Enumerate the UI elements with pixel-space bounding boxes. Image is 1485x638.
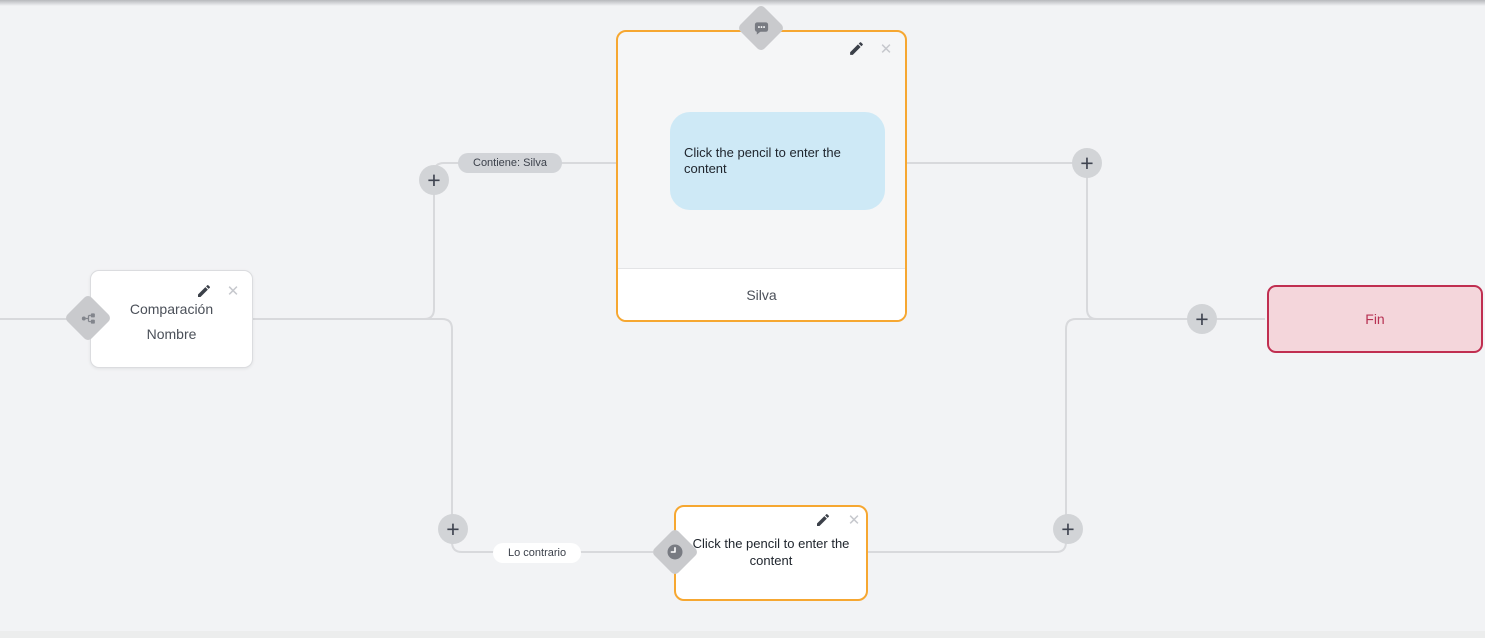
clock-icon	[658, 535, 692, 569]
wait-node[interactable]: ✕ Click the pencil to enter the content	[674, 505, 868, 601]
edge-label-contrario: Lo contrario	[493, 543, 582, 563]
message-node-footer: Silva	[618, 268, 905, 320]
message-node[interactable]: ✕ Click the pencil to enter the content …	[616, 30, 907, 322]
end-node-label: Fin	[1365, 311, 1385, 327]
wait-node-text: Click the pencil to enter the content	[692, 536, 850, 568]
condition-port-diamond	[63, 293, 113, 343]
condition-title-line2: Nombre	[146, 326, 197, 342]
message-port-diamond	[736, 3, 786, 53]
edit-pencil-icon[interactable]	[193, 280, 215, 302]
message-preview-bubble: Click the pencil to enter the content	[670, 112, 885, 210]
canvas-top-shadow	[0, 0, 1485, 6]
chat-bubble-icon	[744, 11, 778, 45]
add-node-button-bottom-left[interactable]: +	[438, 514, 468, 544]
message-footer-label: Silva	[746, 286, 777, 303]
add-node-button-top-left[interactable]: +	[419, 165, 449, 195]
close-icon[interactable]: ✕	[222, 280, 244, 302]
add-node-button-top-right[interactable]: +	[1072, 148, 1102, 178]
end-node[interactable]: Fin	[1267, 285, 1483, 353]
condition-title-line1: Comparación	[129, 301, 214, 317]
edit-pencil-icon[interactable]	[812, 509, 834, 531]
add-node-button-before-end[interactable]: +	[1187, 304, 1217, 334]
edge-message-to-end	[907, 162, 1265, 320]
close-icon[interactable]: ✕	[843, 509, 865, 531]
canvas-bottom-edge	[0, 631, 1485, 638]
edge-condition-to-wait	[253, 318, 653, 553]
branch-icon	[71, 301, 105, 335]
edge-wait-to-end	[868, 318, 1100, 553]
condition-node[interactable]: ✕ Comparación Nombre	[90, 270, 253, 368]
edit-pencil-icon[interactable]	[845, 37, 867, 59]
close-icon[interactable]: ✕	[875, 38, 897, 60]
wait-port-diamond	[650, 527, 700, 577]
add-node-button-bottom-right[interactable]: +	[1053, 514, 1083, 544]
message-bubble-text: Click the pencil to enter the content	[684, 145, 841, 176]
edge-label-contiene: Contiene: Silva	[458, 153, 562, 173]
